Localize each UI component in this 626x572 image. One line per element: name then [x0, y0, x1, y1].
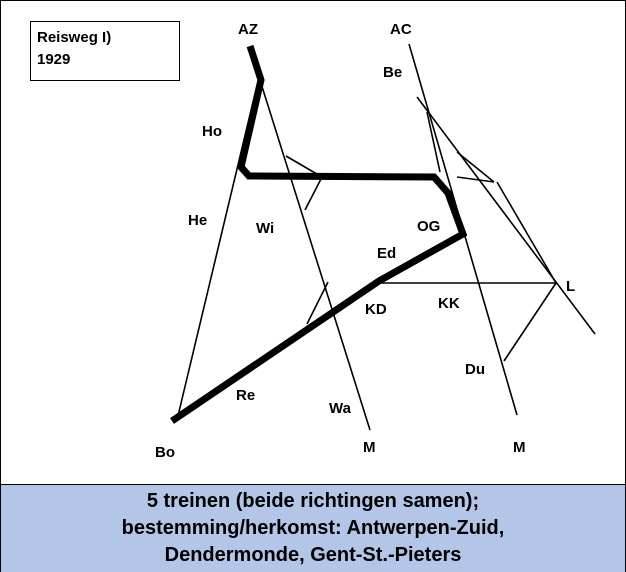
station-label-du: Du — [465, 361, 485, 378]
station-label-og: OG — [417, 218, 440, 235]
caption-line-1: 5 treinen (beide richtingen samen); — [146, 490, 480, 512]
caption-line-3: Dendermonde, Gent-St.-Pieters — [164, 544, 462, 566]
highlighted-route — [170, 44, 468, 424]
curve-og-east-top — [456, 151, 495, 183]
station-label-m-east: M — [513, 439, 526, 456]
line-l-du — [503, 282, 557, 362]
station-label-wi: Wi — [256, 220, 274, 237]
station-label-az: AZ — [238, 21, 258, 38]
station-label-he: He — [188, 212, 207, 229]
station-label-be: Be — [383, 64, 402, 81]
station-label-re: Re — [236, 387, 255, 404]
station-label-m-west: M — [363, 439, 376, 456]
station-label-ac: AC — [390, 21, 412, 38]
curve-wa-re — [306, 281, 329, 325]
title-line-1: Reisweg I) — [37, 29, 112, 46]
railway-diagram: AZ AC Be Ho He Wi OG Ed L KD KK Du Re Wa… — [155, 21, 596, 461]
line-az-m-west — [258, 76, 371, 431]
station-label-kk: KK — [438, 295, 460, 312]
line-be-east — [416, 96, 596, 335]
title-box: Reisweg I) 1929 — [30, 21, 180, 81]
caption-line-2: bestemming/herkomst: Antwerpen-Zuid, — [121, 517, 505, 539]
station-label-l: L — [566, 278, 575, 295]
station-label-ho: Ho — [202, 123, 222, 140]
station-label-wa: Wa — [329, 400, 352, 417]
curve-ho-wi-bottom — [304, 176, 323, 211]
caption-panel: 5 treinen (beide richtingen samen); best… — [1, 484, 625, 572]
station-label-bo: Bo — [155, 444, 175, 461]
title-line-2: 1929 — [37, 51, 71, 68]
curve-og-east-bottom — [456, 176, 495, 183]
curve-be-og — [426, 111, 441, 173]
station-label-kd: KD — [365, 301, 387, 318]
thin-lines — [176, 43, 596, 431]
station-label-ed: Ed — [377, 245, 396, 262]
line-l-og — [496, 181, 557, 284]
